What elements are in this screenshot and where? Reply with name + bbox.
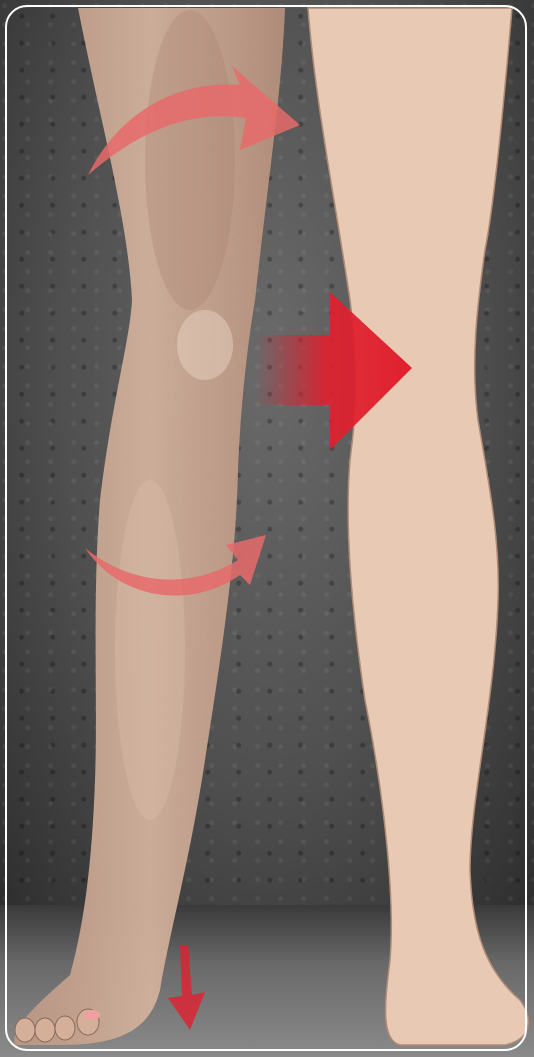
femur-shadow bbox=[145, 10, 235, 310]
shin-highlight bbox=[115, 480, 185, 820]
foot-down-arrow bbox=[168, 945, 205, 1030]
kneecap bbox=[177, 310, 233, 380]
toenail bbox=[84, 1010, 100, 1020]
right-leg bbox=[308, 8, 528, 1045]
